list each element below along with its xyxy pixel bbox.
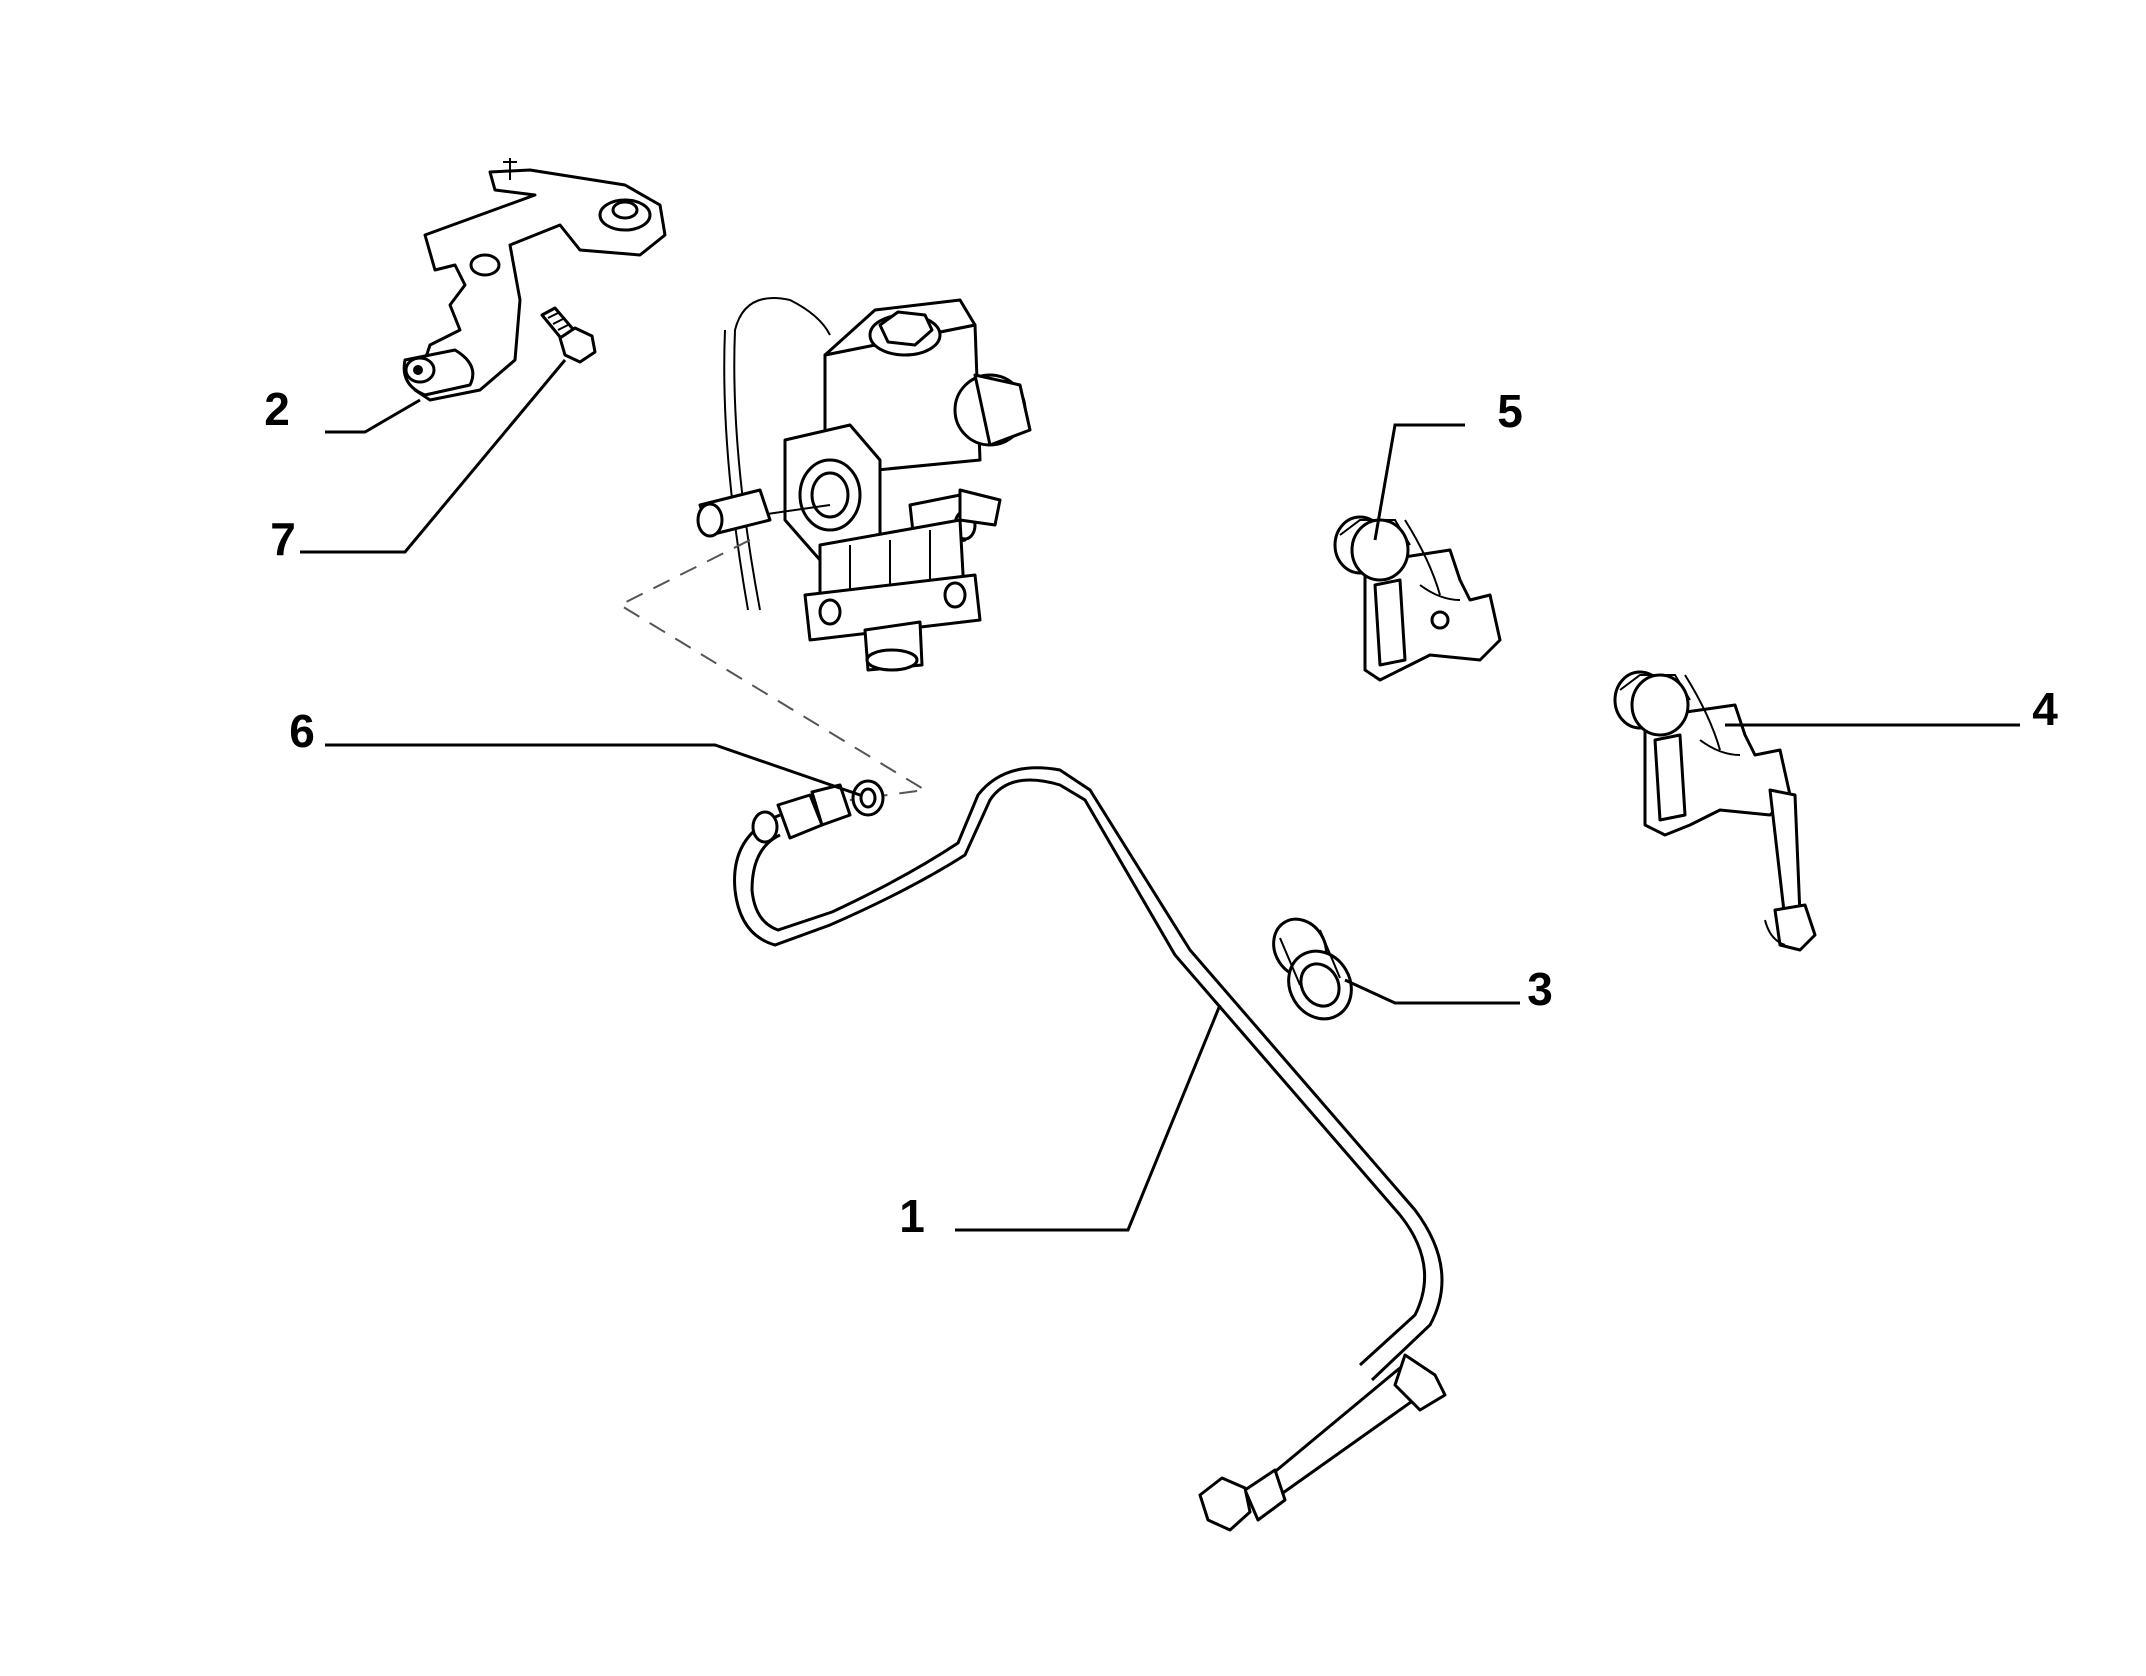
washer-part[interactable] — [851, 779, 885, 817]
grommet-part[interactable] — [1263, 910, 1363, 1031]
leader-line-5 — [1373, 423, 1465, 541]
callout-5: 5 — [1497, 385, 1523, 437]
assembly-guide-line — [617, 539, 928, 801]
callout-1: 1 — [899, 1190, 925, 1242]
bracket-part[interactable] — [402, 158, 667, 402]
leader-line-7 — [300, 359, 567, 554]
callout-7: 7 — [270, 513, 296, 565]
callout-3: 3 — [1527, 963, 1553, 1015]
leader-line-2 — [325, 398, 421, 434]
brake-pipe-part[interactable] — [733, 766, 1447, 1532]
leader-line-1 — [955, 1004, 1222, 1232]
leader-line-6 — [325, 743, 861, 797]
bolt-part[interactable] — [540, 306, 597, 364]
valve-assembly — [696, 297, 1032, 672]
sensor-part-lower[interactable] — [1613, 670, 1817, 952]
sensor-part-upper[interactable] — [1333, 515, 1502, 682]
leader-line-3 — [1344, 978, 1520, 1005]
callout-4: 4 — [2032, 683, 2058, 735]
callout-2: 2 — [264, 383, 290, 435]
callout-6: 6 — [289, 705, 315, 757]
